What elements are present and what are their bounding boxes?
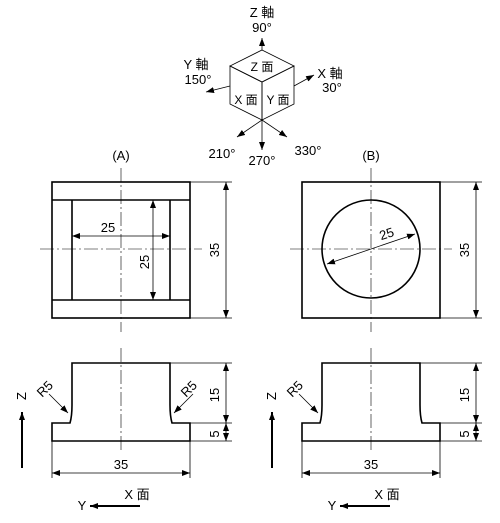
face-x-label: X 面 xyxy=(234,93,257,107)
b-base-width-dim: 35 xyxy=(364,457,378,472)
a-z-label: Z xyxy=(14,392,29,400)
b-upper-height-dim: 15 xyxy=(457,388,472,402)
y-axis-label: Y 軸 xyxy=(183,57,208,72)
a-base-width-dim: 35 xyxy=(114,457,128,472)
view-a-side: R5 R5 15 5 35 Z Y X 面 xyxy=(14,348,232,513)
a-inner-height-dim: 25 xyxy=(137,255,152,269)
view-a-top: (A) 25 25 35 xyxy=(40,148,232,332)
z-axis-label: Z 軸 xyxy=(250,5,275,20)
y-axis-arrow xyxy=(205,85,231,93)
face-z-label: Z 面 xyxy=(251,60,274,74)
angle-330-arrow xyxy=(261,119,288,138)
a-x-face-label: X 面 xyxy=(124,487,149,502)
a-y-label: Y xyxy=(78,498,87,513)
b-outer-height-dim: 35 xyxy=(457,243,472,257)
view-b-label: (B) xyxy=(362,148,379,163)
a-radius-left-label: R5 xyxy=(34,378,56,400)
view-b-top: (B) 25 35 xyxy=(290,148,482,332)
b-base-height-dim: 5 xyxy=(457,430,472,437)
a-radius-right-label: R5 xyxy=(178,378,200,400)
axis-diagram: Z 軸 90° Y 軸 150° X 軸 30° 210° 270° 330° … xyxy=(183,5,342,168)
view-a-label: (A) xyxy=(112,148,129,163)
a-outer-height-dim: 35 xyxy=(207,243,222,257)
b-y-label: Y xyxy=(328,498,337,513)
b-z-label: Z xyxy=(264,392,279,400)
a-upper-height-dim: 15 xyxy=(207,388,222,402)
y-angle-label: 150° xyxy=(185,72,212,87)
angle-270-label: 270° xyxy=(249,153,276,168)
z-angle-label: 90° xyxy=(252,20,272,35)
angle-210-arrow xyxy=(236,119,263,138)
b-radius-label: R5 xyxy=(284,378,306,400)
b-circle-dia-dim: 25 xyxy=(377,224,395,243)
angle-330-label: 330° xyxy=(295,143,322,158)
x-axis-label: X 軸 xyxy=(317,66,342,81)
a-inner-width-dim: 25 xyxy=(101,220,115,235)
a-base-height-dim: 5 xyxy=(207,430,222,437)
angle-210-label: 210° xyxy=(209,146,236,161)
b-x-face-label: X 面 xyxy=(374,487,399,502)
x-angle-label: 30° xyxy=(322,80,342,95)
face-y-label: Y 面 xyxy=(266,93,289,107)
x-axis-arrow xyxy=(293,74,315,87)
view-b-side: R5 15 5 35 Z Y X 面 xyxy=(264,348,482,513)
